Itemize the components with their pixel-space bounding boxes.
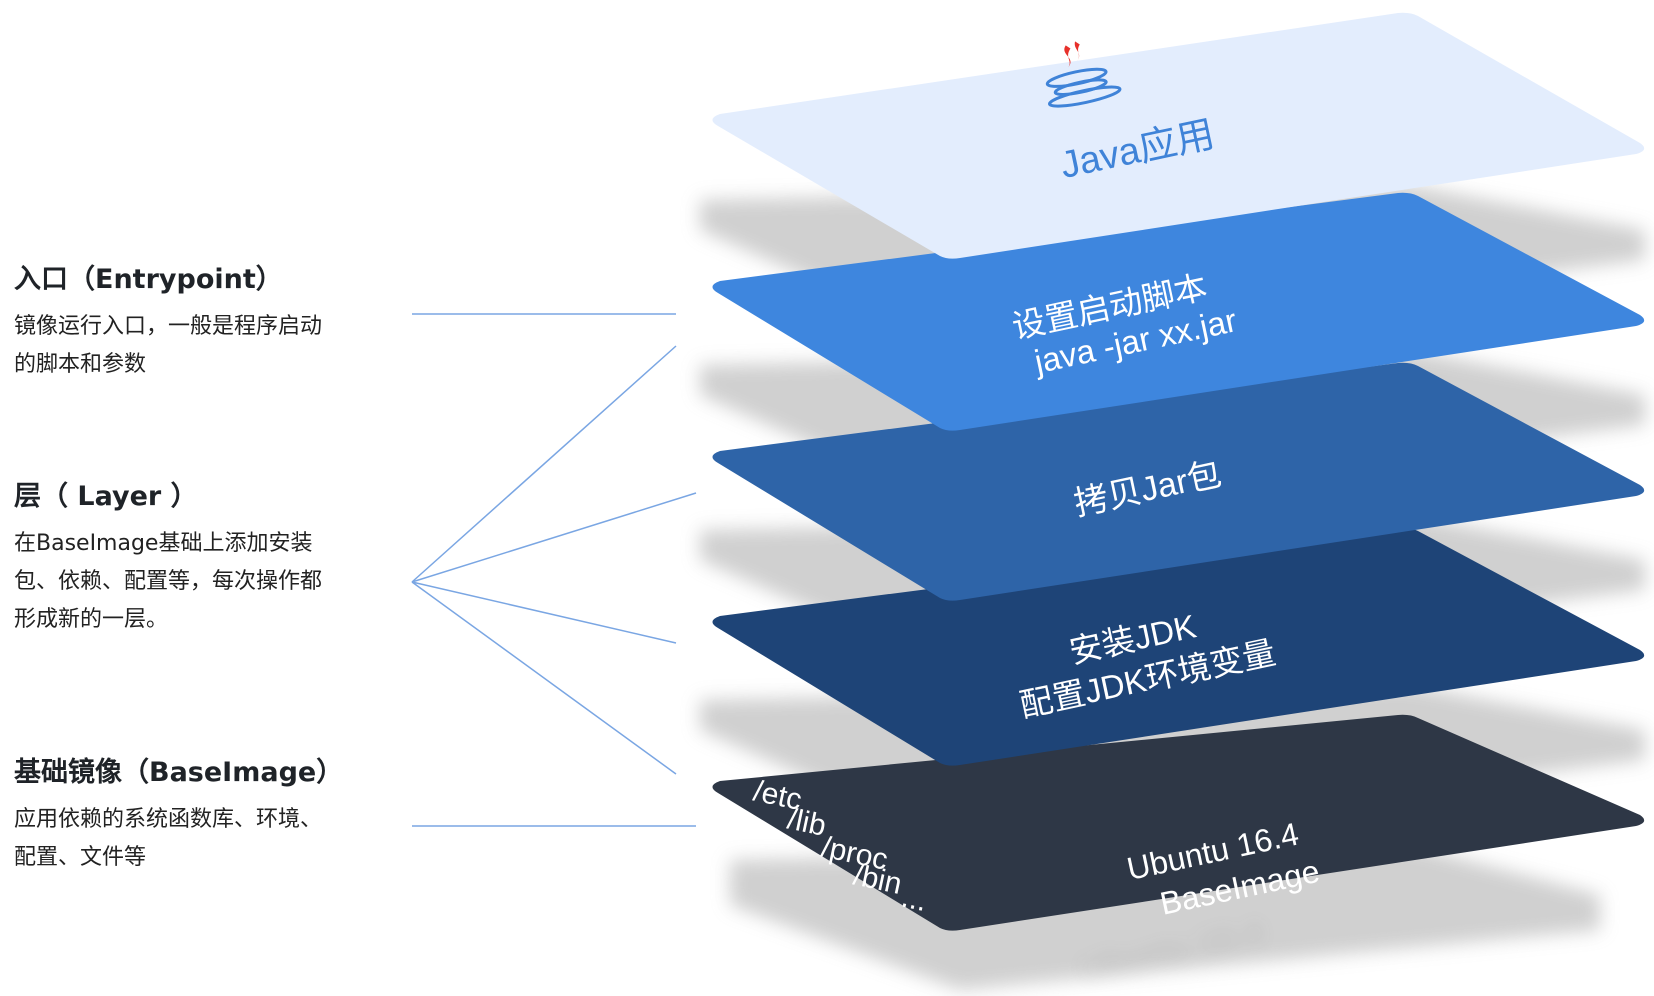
layer-desc-line: 在BaseImage基础上添加安装 <box>14 531 313 556</box>
layer-desc-line: 包、依赖、配置等，每次操作都 <box>14 569 323 594</box>
entrypoint-desc: 镜像运行入口，一般是程序启动 的脚本和参数 <box>14 308 404 384</box>
layer-desc: 在BaseImage基础上添加安装 包、依赖、配置等，每次操作都 形成新的一层。 <box>14 525 404 639</box>
baseimage-desc-line: 配置、文件等 <box>14 845 147 870</box>
baseimage-description: 基础镜像（BaseImage） 应用依赖的系统函数库、环境、 配置、文件等 <box>14 750 404 877</box>
plane-java-app: Java应用 <box>712 12 1645 259</box>
baseimage-desc: 应用依赖的系统函数库、环境、 配置、文件等 <box>14 801 404 877</box>
layer-title: 层（ Layer ） <box>14 481 198 512</box>
java-coffee-cup-icon <box>1045 41 1122 108</box>
baseimage-title: 基础镜像（BaseImage） <box>14 757 344 788</box>
base-dir-lib: /lib <box>785 803 829 843</box>
entrypoint-title: 入口（Entrypoint） <box>14 264 283 295</box>
baseimage-desc-line: 应用依赖的系统函数库、环境、 <box>14 807 323 832</box>
layer-desc-line: 形成新的一层。 <box>14 607 169 632</box>
entrypoint-desc-line: 的脚本和参数 <box>14 352 147 377</box>
entrypoint-description: 入口（Entrypoint） 镜像运行入口，一般是程序启动 的脚本和参数 <box>14 257 404 384</box>
entrypoint-desc-line: 镜像运行入口，一般是程序启动 <box>14 314 323 339</box>
layer-description: 层（ Layer ） 在BaseImage基础上添加安装 包、依赖、配置等，每次… <box>14 474 404 639</box>
